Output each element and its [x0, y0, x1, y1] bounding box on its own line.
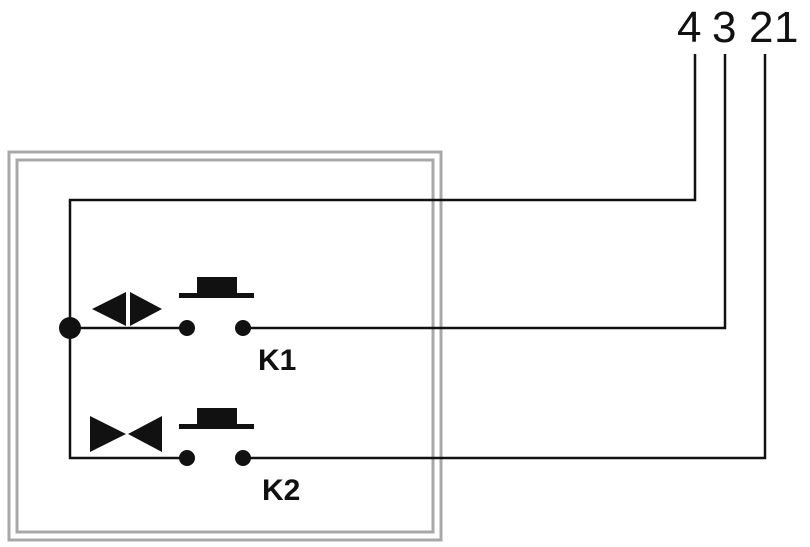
terminal-label-3: 3: [712, 3, 736, 52]
enclosure-inner: [15, 158, 435, 534]
wire-common-to-k2: [68, 328, 187, 460]
k2-pushbutton-cap: [197, 408, 237, 426]
terminal-label-2: 2: [749, 3, 773, 52]
enclosure-frame: [7, 150, 443, 542]
k1-label: K1: [258, 344, 296, 377]
k1-contact-right: [235, 320, 251, 336]
k2-contact-left: [179, 450, 195, 466]
k2-label: K2: [262, 474, 300, 507]
k1-contact-left: [179, 320, 195, 336]
switch-k1: K1: [92, 277, 296, 377]
terminal-labels: 4 3 2 1: [677, 3, 798, 52]
junction-node: [59, 317, 81, 339]
switch-k2: K2: [90, 408, 300, 507]
wires: [68, 54, 767, 460]
k2-pushbutton-bar: [179, 424, 254, 429]
inward-arrows-icon: [90, 416, 126, 452]
wire-terminal-4: [68, 54, 697, 328]
wire-terminal-1: [243, 54, 767, 460]
inward-arrows-icon-right: [128, 416, 162, 452]
wire-terminal-3: [243, 54, 727, 330]
k1-pushbutton-cap: [197, 277, 237, 295]
outward-arrows-icon-right: [130, 292, 162, 326]
enclosure-outer: [7, 150, 443, 542]
terminal-label-4: 4: [677, 3, 701, 52]
outward-arrows-icon: [92, 292, 126, 326]
terminal-label-1: 1: [774, 3, 798, 52]
k2-contact-right: [235, 450, 251, 466]
k1-pushbutton-bar: [179, 293, 254, 298]
